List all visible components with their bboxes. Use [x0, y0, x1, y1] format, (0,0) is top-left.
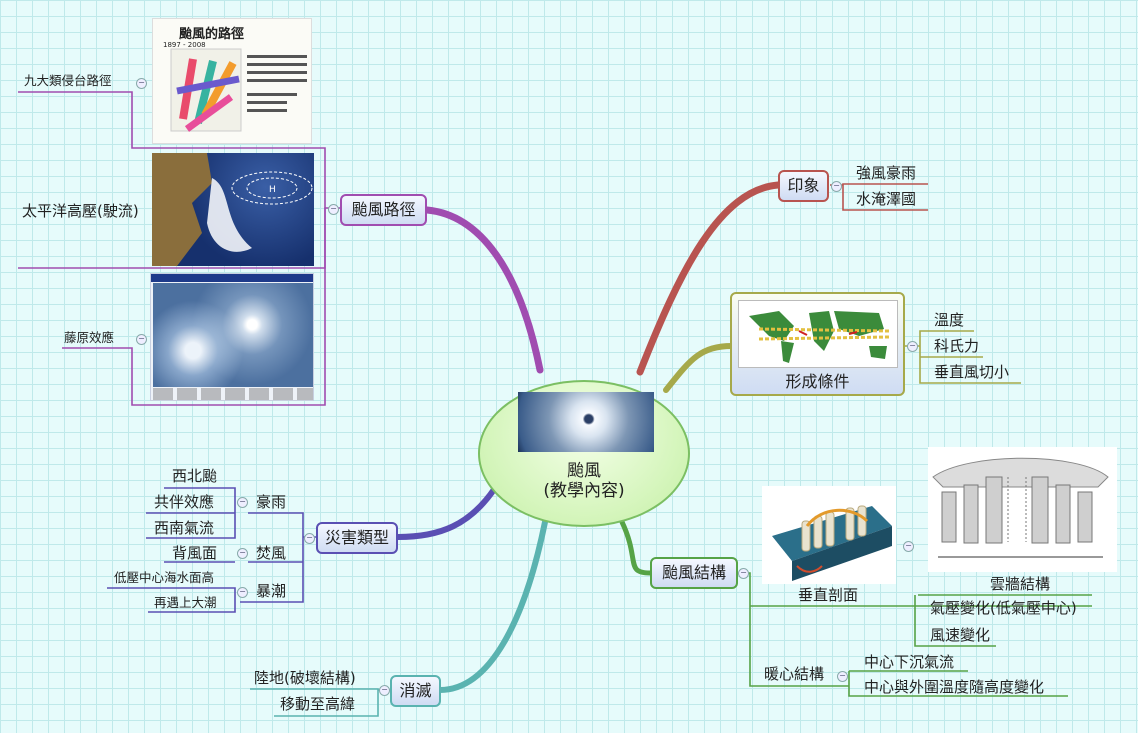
topic-formation-conditions[interactable]: 形成條件: [730, 292, 905, 396]
svg-text:H: H: [269, 185, 276, 195]
eyewall-diagram-image: [928, 447, 1117, 572]
rain-item-northwest-typhoon[interactable]: 西北颱: [172, 467, 218, 485]
collapse-icon[interactable]: −: [136, 78, 147, 89]
path-item-fujiwhara[interactable]: 藤原效應: [64, 330, 115, 345]
disaster-storm-surge[interactable]: 暴潮: [256, 582, 287, 600]
collapse-icon[interactable]: −: [237, 548, 248, 559]
topic-typhoon-path[interactable]: 颱風路徑: [340, 194, 427, 226]
warm-core-subsidence[interactable]: 中心下沉氣流: [864, 653, 955, 671]
warm-core-temperature-profile[interactable]: 中心與外圍溫度隨高度變化: [864, 678, 1045, 696]
dissipation-item-high-latitude[interactable]: 移動至高緯: [280, 695, 356, 713]
topic-typhoon-structure[interactable]: 颱風結構: [650, 557, 738, 589]
fujiwhara-effect-image: [150, 273, 314, 401]
pacific-high-satellite-image: H: [152, 153, 314, 266]
impression-item-flooding[interactable]: 水淹澤國: [856, 190, 917, 208]
central-topic[interactable]: 颱風 (教學內容): [478, 380, 690, 527]
collapse-icon[interactable]: −: [831, 181, 842, 192]
collapse-icon[interactable]: −: [379, 685, 390, 696]
structure-pressure-change[interactable]: 氣壓變化(低氣壓中心): [930, 599, 1077, 617]
topic-dissipation[interactable]: 消滅: [390, 675, 441, 707]
structure-warm-core[interactable]: 暖心結構: [764, 665, 825, 683]
formation-item-wind-shear[interactable]: 垂直風切小: [934, 363, 1010, 381]
path-item-pacific-high[interactable]: 太平洋高壓(駛流): [22, 202, 139, 220]
topic-disaster-types[interactable]: 災害類型: [316, 522, 398, 554]
collapse-icon[interactable]: −: [903, 541, 914, 552]
vertical-section-image: [762, 486, 896, 584]
formation-item-temperature[interactable]: 溫度: [934, 311, 965, 329]
collapse-icon[interactable]: −: [136, 334, 147, 345]
collapse-icon[interactable]: −: [837, 671, 848, 682]
collapse-icon[interactable]: −: [738, 568, 749, 579]
surge-item-spring-tide[interactable]: 再遇上大潮: [154, 595, 217, 610]
impression-item-wind-rain[interactable]: 強風豪雨: [856, 164, 917, 182]
rain-item-co-movement[interactable]: 共伴效應: [154, 493, 215, 511]
structure-wind-speed-change[interactable]: 風速變化: [930, 626, 991, 644]
formation-item-coriolis[interactable]: 科氏力: [934, 337, 980, 355]
world-map-image: [738, 300, 898, 368]
topic-impression[interactable]: 印象: [778, 170, 829, 202]
central-title: 颱風: [567, 461, 601, 481]
disaster-foehn[interactable]: 焚風: [256, 544, 287, 562]
tracks-years: 1897 - 2008: [163, 41, 206, 49]
collapse-icon[interactable]: −: [304, 533, 315, 544]
collapse-icon[interactable]: −: [237, 587, 248, 598]
dissipation-item-land[interactable]: 陸地(破壞結構): [254, 669, 356, 687]
rain-item-southwest-flow[interactable]: 西南氣流: [154, 519, 215, 537]
collapse-icon[interactable]: −: [328, 204, 339, 215]
typhoon-satellite-image: [518, 392, 654, 452]
disaster-heavy-rain[interactable]: 豪雨: [256, 493, 287, 511]
structure-eyewall[interactable]: 雲牆結構: [990, 575, 1051, 593]
collapse-icon[interactable]: −: [237, 497, 248, 508]
tracks-title: 颱風的路徑: [179, 27, 245, 42]
formation-label: 形成條件: [785, 372, 850, 391]
central-subtitle: (教學內容): [543, 481, 625, 501]
structure-vertical-section[interactable]: 垂直剖面: [798, 586, 859, 604]
collapse-icon[interactable]: −: [907, 341, 918, 352]
path-item-nine-tracks[interactable]: 九大類侵台路徑: [24, 73, 112, 88]
typhoon-tracks-image: 颱風的路徑 1897 - 2008: [152, 18, 312, 144]
surge-item-low-pressure[interactable]: 低壓中心海水面高: [114, 570, 215, 585]
foehn-item-leeward[interactable]: 背風面: [172, 544, 218, 562]
